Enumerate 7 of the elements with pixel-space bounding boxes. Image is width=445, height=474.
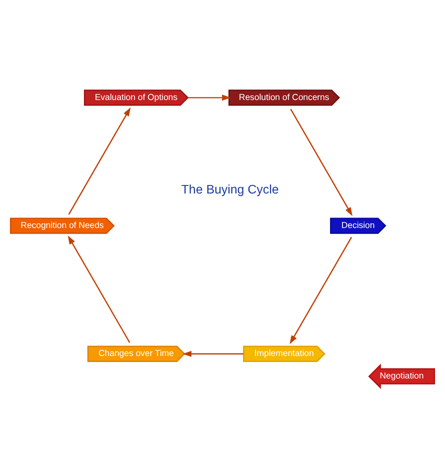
- node-text: The Buying Cycle: [181, 182, 279, 196]
- arrow: [68, 235, 130, 343]
- arrow: [68, 107, 131, 215]
- arrow: [290, 236, 352, 344]
- arrow: [290, 108, 352, 216]
- arrow: [182, 350, 244, 357]
- arrow: [188, 94, 231, 101]
